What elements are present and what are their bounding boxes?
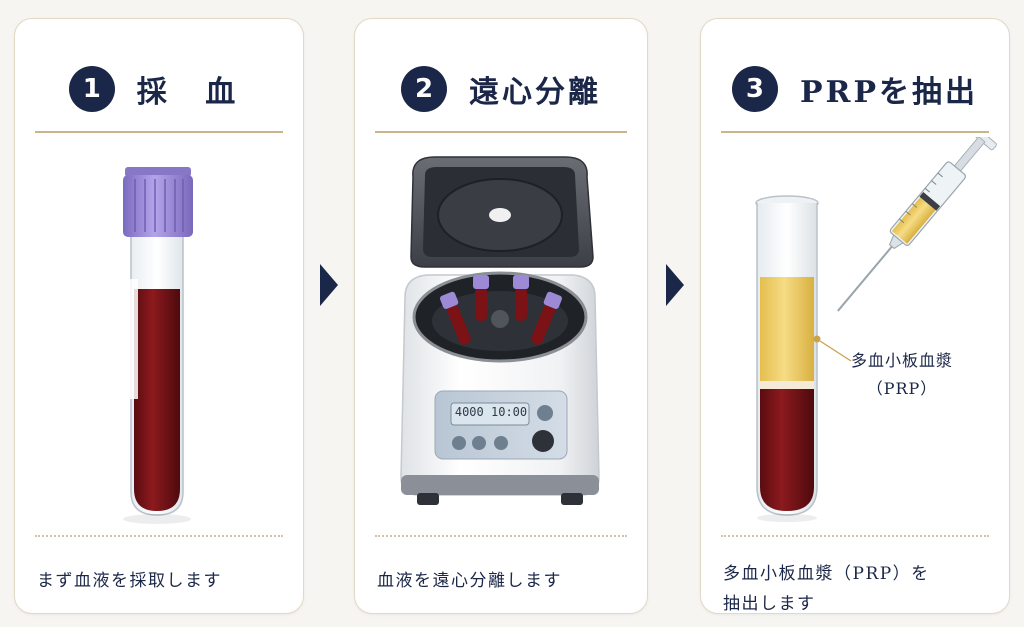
gold-divider	[375, 131, 627, 133]
prp-extraction-illustration	[755, 137, 997, 522]
chevron-right-icon	[666, 264, 684, 306]
step-header: 1 採 血	[15, 63, 303, 115]
step-card-centrifuge: 2 遠心分離	[354, 18, 648, 614]
blood-fill	[134, 289, 180, 511]
display-time: 10:00	[491, 405, 528, 419]
caption-line-2: 抽出します	[723, 594, 816, 614]
chevron-right-icon	[320, 264, 338, 306]
step-number-badge: 2	[401, 66, 447, 112]
step-title: PRPを抽出	[799, 75, 979, 110]
dotted-divider	[375, 535, 627, 537]
step-number-badge: 3	[731, 66, 778, 112]
step-header: 2 遠心分離	[355, 63, 647, 115]
plasma-layer	[760, 277, 814, 381]
syringe	[837, 137, 997, 312]
step-card-prp-extract: 3 PRPを抽出	[700, 18, 1010, 614]
gold-divider	[721, 131, 989, 133]
step-caption: まず血液を採取します	[37, 571, 222, 591]
blood-tube-illustration	[123, 167, 193, 524]
sample-tubes	[439, 275, 563, 345]
step-number-badge: 1	[68, 66, 115, 112]
callout-line-1: 多血小板血漿	[851, 351, 954, 370]
centrifuge-illustration	[400, 156, 600, 505]
dotted-divider	[35, 535, 283, 537]
step-title: 採 血	[136, 75, 250, 110]
step-card-blood-draw: 1 採 血 まず血液を採取します	[14, 18, 304, 614]
callout-line-2: （PRP）	[866, 379, 938, 398]
red-cell-layer	[760, 389, 814, 511]
display-rpm: 4000	[454, 405, 484, 419]
gold-divider	[35, 131, 283, 133]
dotted-divider	[721, 535, 989, 537]
step-caption: 血液を遠心分離します	[377, 571, 562, 591]
centrifuge-display: 4000 10:00	[453, 405, 529, 419]
step-header: 3 PRPを抽出	[701, 63, 1009, 115]
prp-callout-label: 多血小板血漿 （PRP）	[851, 347, 953, 403]
caption-line-1: 多血小板血漿（PRP）を	[723, 564, 930, 584]
step-title: 遠心分離	[469, 75, 601, 110]
step-caption: 多血小板血漿（PRP）を 抽出します	[723, 559, 993, 619]
